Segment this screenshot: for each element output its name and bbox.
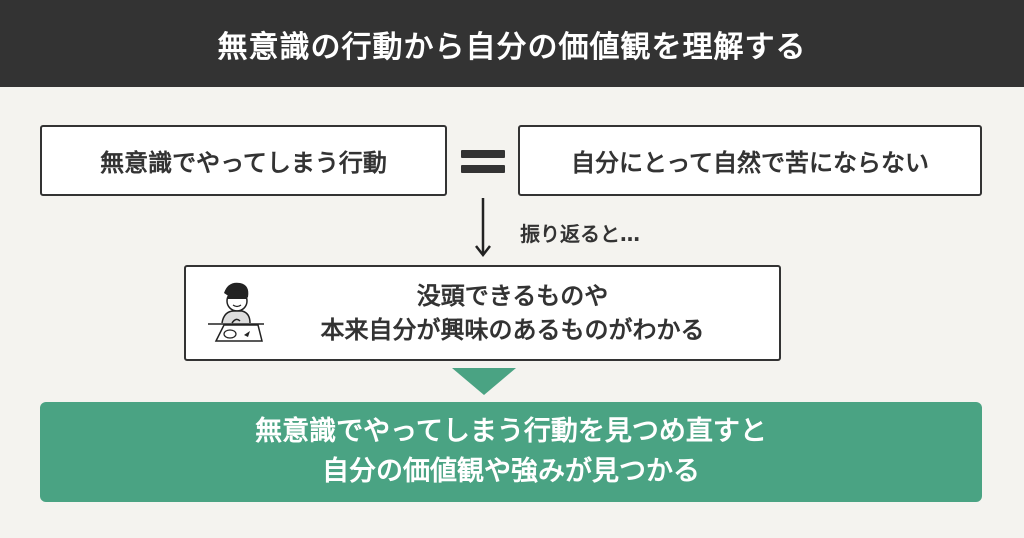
header-banner: 無意識の行動から自分の価値観を理解する (0, 0, 1024, 87)
unconscious-action-label: 無意識でやってしまう行動 (100, 149, 387, 177)
page-title: 無意識の行動から自分の価値観を理解する (217, 29, 807, 65)
conclusion-box: 無意識でやってしまう行動を見つめ直すと 自分の価値観や強みが見つかる (40, 402, 982, 502)
insight-line-2: 本来自分が興味のあるものがわかる (320, 316, 705, 344)
insight-line-1: 没頭できるものや (416, 282, 609, 310)
reflect-label: 振り返ると… (520, 222, 640, 246)
child-drawing-icon (208, 282, 264, 342)
conclusion-text: 無意識でやってしまう行動を見つめ直すと 自分の価値観や強みが見つかる (255, 412, 767, 492)
arrow-down-icon (475, 198, 491, 258)
insight-text: 没頭できるものや 本来自分が興味のあるものがわかる (186, 279, 779, 347)
natural-label: 自分にとって自然で苦にならない (570, 149, 930, 177)
natural-box: 自分にとって自然で苦にならない (518, 125, 982, 196)
insight-box: 没頭できるものや 本来自分が興味のあるものがわかる (184, 265, 781, 361)
equals-icon (461, 147, 505, 175)
unconscious-action-box: 無意識でやってしまう行動 (40, 125, 447, 196)
triangle-down-icon (452, 368, 516, 395)
conclusion-line-2: 自分の価値観や強みが見つかる (322, 456, 700, 487)
conclusion-line-1: 無意識でやってしまう行動を見つめ直すと (255, 416, 767, 447)
